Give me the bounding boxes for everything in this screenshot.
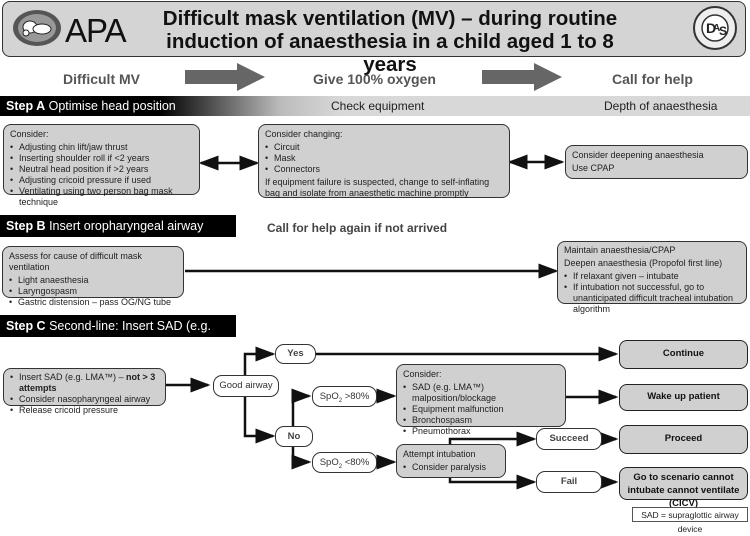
apa-logo-text: APA bbox=[65, 12, 127, 49]
box-heading: Consider: bbox=[403, 369, 442, 379]
no-node: No bbox=[275, 426, 313, 447]
fail-node: Fail bbox=[536, 471, 602, 493]
step-b-assess-box: Assess for cause of difficult mask venti… bbox=[2, 246, 184, 308]
step-b-bar: Step B Insert oropharyngeal airway bbox=[0, 215, 236, 237]
succeed-node: Succeed bbox=[536, 428, 602, 450]
list-item: Consider nasopharyngeal airway bbox=[10, 394, 159, 405]
list-item: Adjusting chin lift/jaw thrust bbox=[10, 142, 193, 153]
list-item: Neutral head position if >2 years bbox=[10, 164, 193, 175]
box-line: Consider deepening anaesthesia bbox=[572, 150, 704, 160]
spo2-above-80-node: SpO2 >80% bbox=[312, 386, 377, 407]
outcome-continue: Continue bbox=[619, 340, 748, 369]
depth-anaesthesia-heading: Depth of anaesthesia bbox=[604, 99, 718, 113]
box-heading: Consider changing: bbox=[265, 129, 343, 139]
page-title: Difficult mask ventilation (MV) – during… bbox=[140, 7, 640, 76]
list-item: Connectors bbox=[265, 164, 503, 175]
list-item: If relaxant given – intubate bbox=[564, 271, 740, 282]
phase-give-oxygen: Give 100% oxygen bbox=[313, 71, 436, 87]
box-heading: Assess for cause of difficult mask venti… bbox=[9, 251, 142, 272]
step-a-equipment-box: Consider changing: Circuit Mask Connecto… bbox=[258, 124, 510, 198]
legend-sad-definition: SAD = supraglottic airway device bbox=[632, 507, 748, 534]
list-item: If intubation not successful, go to unan… bbox=[564, 282, 740, 315]
connector-good-no bbox=[243, 396, 276, 444]
list-item: Circuit bbox=[265, 142, 503, 153]
outcome-cicv: Go to scenario cannot intubate cannot ve… bbox=[619, 467, 748, 509]
title-line-2: induction of anaesthesia in a child aged… bbox=[166, 30, 614, 76]
list-item: Gastric distension – pass OG/NG tube bbox=[9, 297, 177, 308]
list-item: Laryngospasm bbox=[9, 286, 177, 297]
phase-difficult-mv: Difficult MV bbox=[63, 71, 140, 87]
header-panel bbox=[2, 1, 746, 57]
list-item: Insert SAD (e.g. LMA™) – not > 3 attempt… bbox=[10, 372, 159, 394]
step-a-depth-box: Consider deepening anaesthesia Use CPAP bbox=[565, 145, 748, 179]
consider-causes-box: Consider: SAD (e.g. LMA™) malposition/bl… bbox=[396, 364, 566, 437]
step-c-sad-box: Insert SAD (e.g. LMA™) – not > 3 attempt… bbox=[3, 368, 166, 416]
list-item: Adjusting cricoid pressure if used bbox=[10, 175, 193, 186]
phase-call-for-help: Call for help bbox=[612, 71, 693, 87]
yes-node: Yes bbox=[275, 344, 316, 364]
connector-no-spo2low bbox=[291, 446, 312, 470]
das-logo-icon: D A S bbox=[693, 6, 737, 50]
box-line: Maintain anaesthesia/CPAP bbox=[564, 245, 676, 255]
connector-good-yes bbox=[243, 346, 276, 375]
connector-lines bbox=[165, 154, 619, 490]
list-item: Equipment malfunction bbox=[403, 404, 559, 415]
connector-intubation-fail bbox=[448, 474, 537, 490]
list-item: Pneumothorax bbox=[403, 426, 559, 437]
arrow-right-icon bbox=[482, 63, 562, 91]
list-item: Mask bbox=[265, 153, 503, 164]
step-a-label: Step A Optimise head position bbox=[6, 99, 176, 113]
arrow-right-icon bbox=[185, 63, 265, 91]
box-line: Use CPAP bbox=[572, 163, 615, 173]
svg-text:D: D bbox=[706, 20, 716, 36]
connector-intubation-succeed bbox=[448, 431, 537, 447]
outcome-proceed: Proceed bbox=[619, 425, 748, 454]
box-heading: Attempt intubation bbox=[403, 449, 476, 459]
box-line: Deepen anaesthesia (Propofol first line) bbox=[564, 258, 723, 268]
outcome-wake-up-patient: Wake up patient bbox=[619, 384, 748, 411]
svg-text:S: S bbox=[719, 24, 727, 38]
list-item: Inserting shoulder roll if <2 years bbox=[10, 153, 193, 164]
list-item: Bronchospasm bbox=[403, 415, 559, 426]
list-item: SAD (e.g. LMA™) malposition/blockage bbox=[403, 382, 559, 404]
equipment-failure-note: If equipment failure is suspected, chang… bbox=[265, 177, 490, 198]
title-line-1: Difficult mask ventilation (MV) – during… bbox=[162, 7, 618, 30]
attempt-intubation-box: Attempt intubation Consider paralysis bbox=[396, 444, 506, 478]
list-item: Consider paralysis bbox=[403, 462, 499, 473]
check-equipment-heading: Check equipment bbox=[331, 99, 425, 113]
apa-logo-icon bbox=[13, 10, 61, 46]
spo2-below-80-node: SpO2 <80% bbox=[312, 452, 377, 473]
step-a-consider-box: Consider: Adjusting chin lift/jaw thrust… bbox=[3, 124, 200, 207]
svg-text:A: A bbox=[713, 23, 720, 34]
step-b-maintain-box: Maintain anaesthesia/CPAP Deepen anaesth… bbox=[557, 241, 747, 314]
step-c-bar: Step C Second-line: Insert SAD (e.g. LMA… bbox=[0, 315, 236, 355]
box-heading: Consider: bbox=[10, 129, 49, 139]
good-airway-node: Good airway bbox=[213, 375, 279, 397]
list-item: Ventilating using two person bag mask te… bbox=[10, 186, 193, 208]
connector-no-spo2high bbox=[291, 388, 312, 426]
step-a-bar bbox=[0, 96, 750, 116]
list-item: Light anaesthesia bbox=[9, 275, 177, 286]
call-help-again-text: Call for help again if not arrived bbox=[267, 221, 448, 235]
list-item: Release cricoid pressure bbox=[10, 405, 159, 416]
